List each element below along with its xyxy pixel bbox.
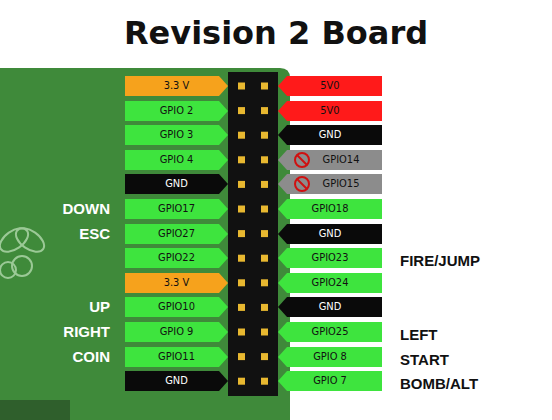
pin-name: GPIO15: [278, 174, 382, 194]
header-pin: [238, 156, 245, 163]
header-pin: [238, 107, 245, 114]
header-pin: [238, 206, 245, 213]
header-pin: [261, 206, 268, 213]
pin-name: GND: [278, 125, 382, 145]
disabled-mark: [295, 153, 309, 167]
pin-name: 5V0: [278, 101, 382, 121]
pin-name: GPIO 7: [278, 371, 382, 391]
pin-name: GPIO23: [278, 248, 382, 268]
header-pin: [261, 156, 268, 163]
pin-name: GND: [125, 371, 228, 391]
control-label: LEFT: [400, 326, 438, 344]
header-pin: [238, 353, 245, 360]
header-pin: [238, 230, 245, 237]
header-pin: [238, 329, 245, 336]
header-pin: [261, 378, 268, 385]
pin-tag: GPIO14: [278, 150, 382, 170]
pin-tag: GPIO 7: [278, 371, 382, 391]
header-pin: [238, 304, 245, 311]
pin-name: GPIO10: [125, 297, 228, 317]
pin-tag: 3.3 V: [125, 76, 228, 96]
control-label: UP: [89, 298, 110, 316]
header-pin: [261, 304, 268, 311]
pin-name: GPIO14: [278, 150, 382, 170]
header-pin: [261, 255, 268, 262]
gpio-header: [228, 72, 278, 396]
header-pin: [238, 378, 245, 385]
pin-tag: GPIO 3: [125, 125, 228, 145]
pin-tag: GPIO11: [125, 347, 228, 367]
control-label: BOMB/ALT: [400, 375, 478, 393]
pin-tag: GND: [278, 224, 382, 244]
pin-name: 3.3 V: [125, 273, 228, 293]
header-pin: [261, 353, 268, 360]
header-pin: [261, 181, 268, 188]
pin-name: GPIO22: [125, 248, 228, 268]
pin-name: GPIO 9: [125, 322, 228, 342]
header-pin: [261, 83, 268, 90]
pin-tag: 5V0: [278, 101, 382, 121]
pin-name: GPIO24: [278, 273, 382, 293]
pin-name: GND: [278, 297, 382, 317]
header-pin: [261, 329, 268, 336]
pin-tag: GND: [125, 174, 228, 194]
control-label: START: [400, 351, 449, 369]
header-pin: [238, 255, 245, 262]
header-pin: [261, 132, 268, 139]
pin-tag: GPIO 9: [125, 322, 228, 342]
header-pins: [238, 83, 268, 385]
header-pin: [261, 230, 268, 237]
header-pin: [238, 279, 245, 286]
pin-tag: GPIO22: [125, 248, 228, 268]
pin-tag: 3.3 V: [125, 273, 228, 293]
pin-tag: GND: [278, 297, 382, 317]
header-pin: [261, 279, 268, 286]
pin-name: GPIO 3: [125, 125, 228, 145]
pin-tag: GPIO 8: [278, 347, 382, 367]
pin-tag: GPIO17: [125, 199, 228, 219]
pin-name: GPIO17: [125, 199, 228, 219]
pin-tag: GPIO25: [278, 322, 382, 342]
control-label: ESC: [79, 225, 110, 243]
pin-tag: GPIO 4: [125, 150, 228, 170]
control-label: COIN: [73, 348, 111, 366]
pin-name: GPIO25: [278, 322, 382, 342]
pin-tag: GPIO 2: [125, 101, 228, 121]
pin-tag: GPIO18: [278, 199, 382, 219]
pin-name: GND: [125, 174, 228, 194]
header-pin: [238, 181, 245, 188]
pin-name: GPIO11: [125, 347, 228, 367]
pin-tag: GPIO15: [278, 174, 382, 194]
header-pin: [238, 83, 245, 90]
pin-name: 5V0: [278, 76, 382, 96]
pin-tag: GND: [278, 125, 382, 145]
board-pcb: [0, 68, 290, 420]
pin-name: GPIO 8: [278, 347, 382, 367]
pin-tag: GPIO23: [278, 248, 382, 268]
pin-tag: GPIO27: [125, 224, 228, 244]
header-pin: [261, 107, 268, 114]
pin-name: GPIO27: [125, 224, 228, 244]
pin-name: GND: [278, 224, 382, 244]
disabled-mark: [297, 179, 307, 189]
pin-name: GPIO 4: [125, 150, 228, 170]
pin-name: GPIO18: [278, 199, 382, 219]
pin-tag: GPIO24: [278, 273, 382, 293]
diagram-title: Revision 2 Board: [124, 14, 428, 52]
control-label: RIGHT: [63, 323, 110, 341]
pin-tag: 5V0: [278, 76, 382, 96]
disabled-mark: [297, 155, 307, 165]
pin-name: 3.3 V: [125, 76, 228, 96]
disabled-mark: [295, 177, 309, 191]
pin-tag: GPIO10: [125, 297, 228, 317]
pin-tag: GND: [125, 371, 228, 391]
pin-name: GPIO 2: [125, 101, 228, 121]
control-label: FIRE/JUMP: [400, 252, 480, 270]
control-label: DOWN: [63, 200, 111, 218]
raspberry-logo: [0, 223, 48, 278]
header-pin: [238, 132, 245, 139]
board-component: [0, 400, 70, 420]
